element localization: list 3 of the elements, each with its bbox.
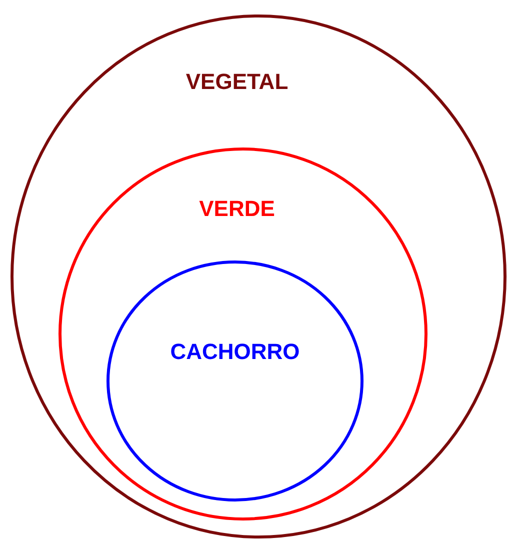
set-label: CACHORRO <box>170 339 300 365</box>
set-label: VERDE <box>199 196 275 222</box>
set-label: VEGETAL <box>186 69 288 95</box>
